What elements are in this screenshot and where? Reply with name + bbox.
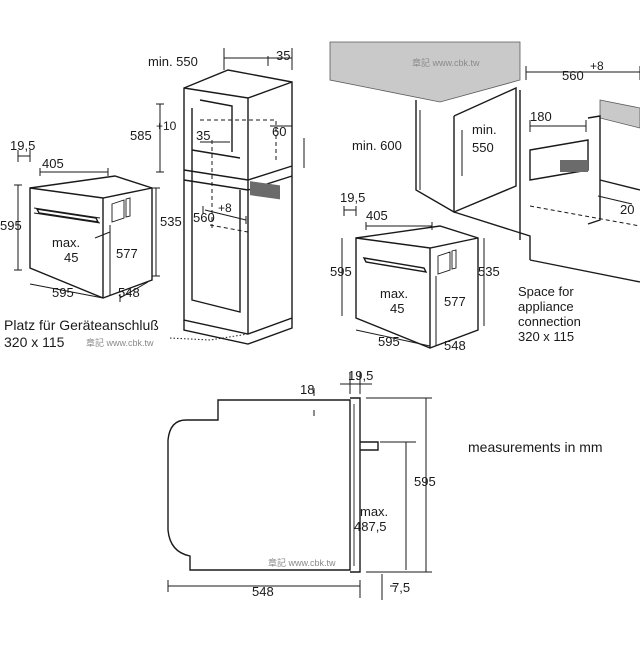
f1-connection-note: Platz für Geräteanschluß <box>4 317 159 333</box>
f2-inner-height: 535 <box>478 264 500 279</box>
worktop-2 <box>599 99 640 129</box>
f2-niche-depth-min: min. <box>472 122 497 137</box>
f1-niche-width-tol: +8 <box>218 201 232 215</box>
f1-min-depth: min. 550 <box>148 54 198 69</box>
f2-connection-line-4: 320 x 115 <box>518 329 574 344</box>
f1-niche-height-tol: +10 <box>156 119 177 133</box>
f1-depth-offset: 19,5 <box>10 138 35 153</box>
f2-connection-line-2: appliance <box>518 299 574 314</box>
f3-total-height: 595 <box>414 474 436 489</box>
f2-oven-width: 595 <box>378 334 400 349</box>
f2-niche-height: min. 600 <box>352 138 402 153</box>
f2-door-max: max. <box>380 286 408 301</box>
f1-door-height: 577 <box>116 246 138 261</box>
f1-niche-width: 560 <box>193 210 215 225</box>
f2-connection-line-3: connection <box>518 314 581 329</box>
f2-depth-offset: 19,5 <box>340 190 365 205</box>
f3-handle-max: max. <box>360 504 388 519</box>
f1-side-gap: 35 <box>276 48 290 63</box>
f2-door-max-value: 45 <box>390 301 404 316</box>
f3-total-depth: 548 <box>252 584 274 599</box>
f1-oven-width: 595 <box>52 285 74 300</box>
f1-door-max-value: 45 <box>64 250 78 265</box>
oven-undercounter <box>341 206 485 349</box>
vent-opening-2 <box>560 160 588 172</box>
f1-oven-depth: 548 <box>118 285 140 300</box>
f3-watermark: 章記 www.cbk.tw <box>268 557 336 568</box>
f3-bottom-gap: 7,5 <box>392 580 410 595</box>
f1-inner-height: 535 <box>160 214 182 229</box>
f1-door-max: max. <box>52 235 80 250</box>
f1-watermark: 章記 www.cbk.tw <box>86 337 154 348</box>
f2-oven-height: 595 <box>330 264 352 279</box>
f1-niche-height: 585 <box>130 128 152 143</box>
f2-vent-width: 180 <box>530 109 552 124</box>
f2-watermark: 章記 www.cbk.tw <box>412 57 480 68</box>
f2-oven-depth: 548 <box>444 338 466 353</box>
f2-niche-width-tol: +8 <box>590 59 604 73</box>
worktop-1 <box>329 41 521 103</box>
f1-width-top: 405 <box>42 156 64 171</box>
f1-vent-depth: 60 <box>272 124 286 139</box>
f2-niche-width: 560 <box>562 68 584 83</box>
f2-plinth-gap: 20 <box>620 202 634 217</box>
oven-freestanding-1 <box>14 150 160 302</box>
f1-inner-gap: 35 <box>196 128 210 143</box>
tall-cabinet <box>156 48 305 345</box>
f2-width-top: 405 <box>366 208 388 223</box>
figure-undercounter: 560 +8 180 min. 600 min. 550 20 19,5 405… <box>329 41 640 353</box>
figure-side-section: 18 19,5 595 max. 487,5 548 7,5 章記 www.cb… <box>167 368 436 600</box>
f2-connection-line-1: Space for <box>518 284 574 299</box>
f3-handle-value: 487,5 <box>354 519 387 534</box>
units-note: measurements in mm <box>468 439 603 455</box>
f2-niche-depth: 550 <box>472 140 494 155</box>
f3-frame-gap: 18 <box>300 382 314 397</box>
figure-tall-cabinet: 19,5 405 595 535 577 max. 45 595 548 min… <box>0 48 305 350</box>
f2-door-height: 577 <box>444 294 466 309</box>
f3-door-offset: 19,5 <box>348 368 373 383</box>
vent-opening-1 <box>250 181 280 200</box>
f1-connection-size: 320 x 115 <box>4 334 65 350</box>
f1-oven-height: 595 <box>0 218 22 233</box>
